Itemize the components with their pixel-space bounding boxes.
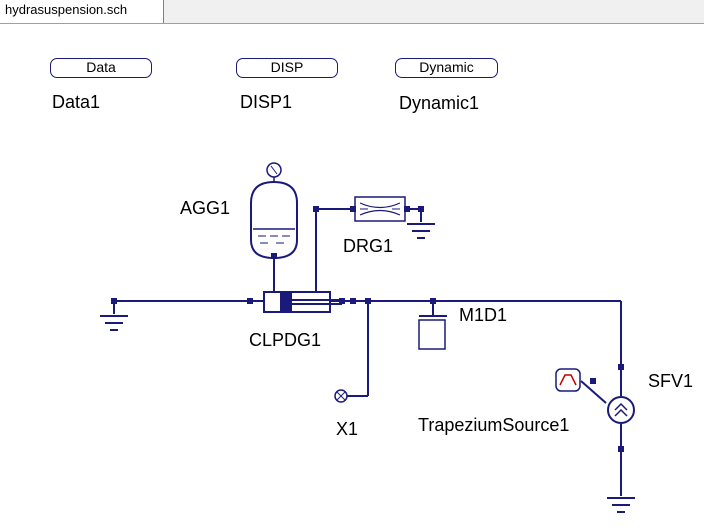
mass-icon[interactable] — [418, 315, 447, 350]
accumulator-label: AGG1 — [180, 198, 231, 218]
node — [618, 446, 624, 452]
dynamic-block-box[interactable]: Dynamic — [395, 58, 498, 78]
node — [404, 206, 410, 212]
node — [313, 206, 319, 212]
ground-icon — [607, 497, 635, 513]
dynamic-block-label: Dynamic1 — [399, 93, 480, 113]
tab-bar: hydrasuspension.sch — [0, 0, 704, 24]
restrictor-icon[interactable] — [354, 196, 406, 222]
accumulator-icon[interactable] — [250, 162, 298, 260]
node — [365, 298, 371, 304]
ground-icon — [407, 223, 435, 239]
mass-label: M1D1 — [459, 305, 508, 325]
node — [430, 298, 436, 304]
node — [271, 253, 277, 259]
restrictor-label: DRG1 — [343, 236, 394, 256]
data-block-box[interactable]: Data — [50, 58, 152, 78]
trapezium-source-label: TrapeziumSource1 — [418, 415, 570, 435]
tab-hydrasuspension[interactable]: hydrasuspension.sch — [0, 0, 164, 23]
ground-icon — [100, 315, 128, 331]
velocity-source-label: SFV1 — [648, 371, 694, 391]
probe-label: X1 — [336, 419, 359, 439]
trapezium-source-icon[interactable] — [555, 368, 581, 392]
connection-nodes — [111, 206, 624, 452]
node — [350, 206, 356, 212]
disp-block-box[interactable]: DISP — [236, 58, 338, 78]
node — [618, 364, 624, 370]
node — [339, 298, 345, 304]
node — [418, 206, 424, 212]
data-block-label: Data1 — [52, 92, 101, 112]
disp-block-label: DISP1 — [240, 92, 293, 112]
velocity-source-icon[interactable] — [607, 396, 635, 424]
cylinder-icon[interactable] — [263, 291, 342, 313]
node — [111, 298, 117, 304]
node — [350, 298, 356, 304]
node — [590, 378, 596, 384]
probe-icon[interactable] — [334, 389, 348, 403]
cylinder-label: CLPDG1 — [249, 330, 322, 350]
trapezium-link — [580, 380, 607, 404]
node — [247, 298, 253, 304]
